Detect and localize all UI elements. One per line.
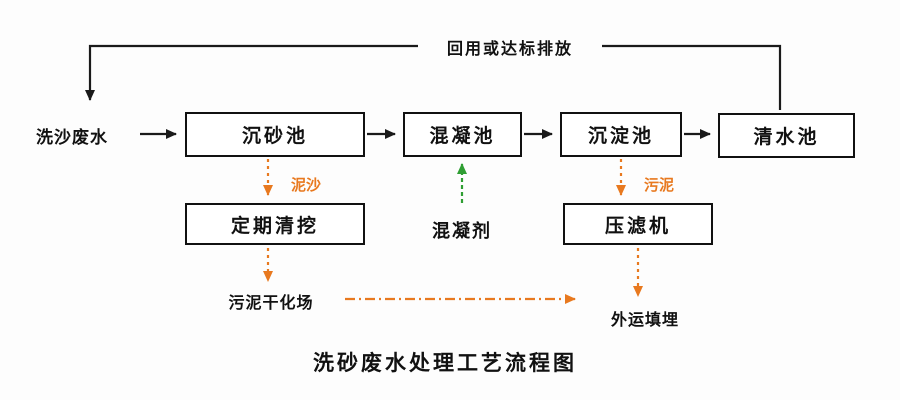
box-clear-water-tank: 清水池 [718,113,855,158]
diagram-title: 洗砂废水处理工艺流程图 [313,352,577,375]
label-sludge: 污泥 [644,177,675,194]
label-sludge-drying-field: 污泥干化场 [228,295,314,312]
label-sediment: 泥沙 [291,177,322,194]
box-periodic-dredging: 定期清挖 [185,203,365,245]
label-offsite-landfill: 外运填埋 [610,312,679,329]
label-coagulant: 混凝剂 [432,221,492,241]
box-grit-chamber: 沉砂池 [185,112,365,157]
box-coagulation-tank: 混凝池 [403,112,522,157]
label-recycle: 回用或达标排放 [418,33,602,61]
label-influent: 洗沙废水 [36,128,108,147]
box-filter-press: 压滤机 [563,203,713,245]
box-sedimentation-tank: 沉淀池 [560,112,682,157]
